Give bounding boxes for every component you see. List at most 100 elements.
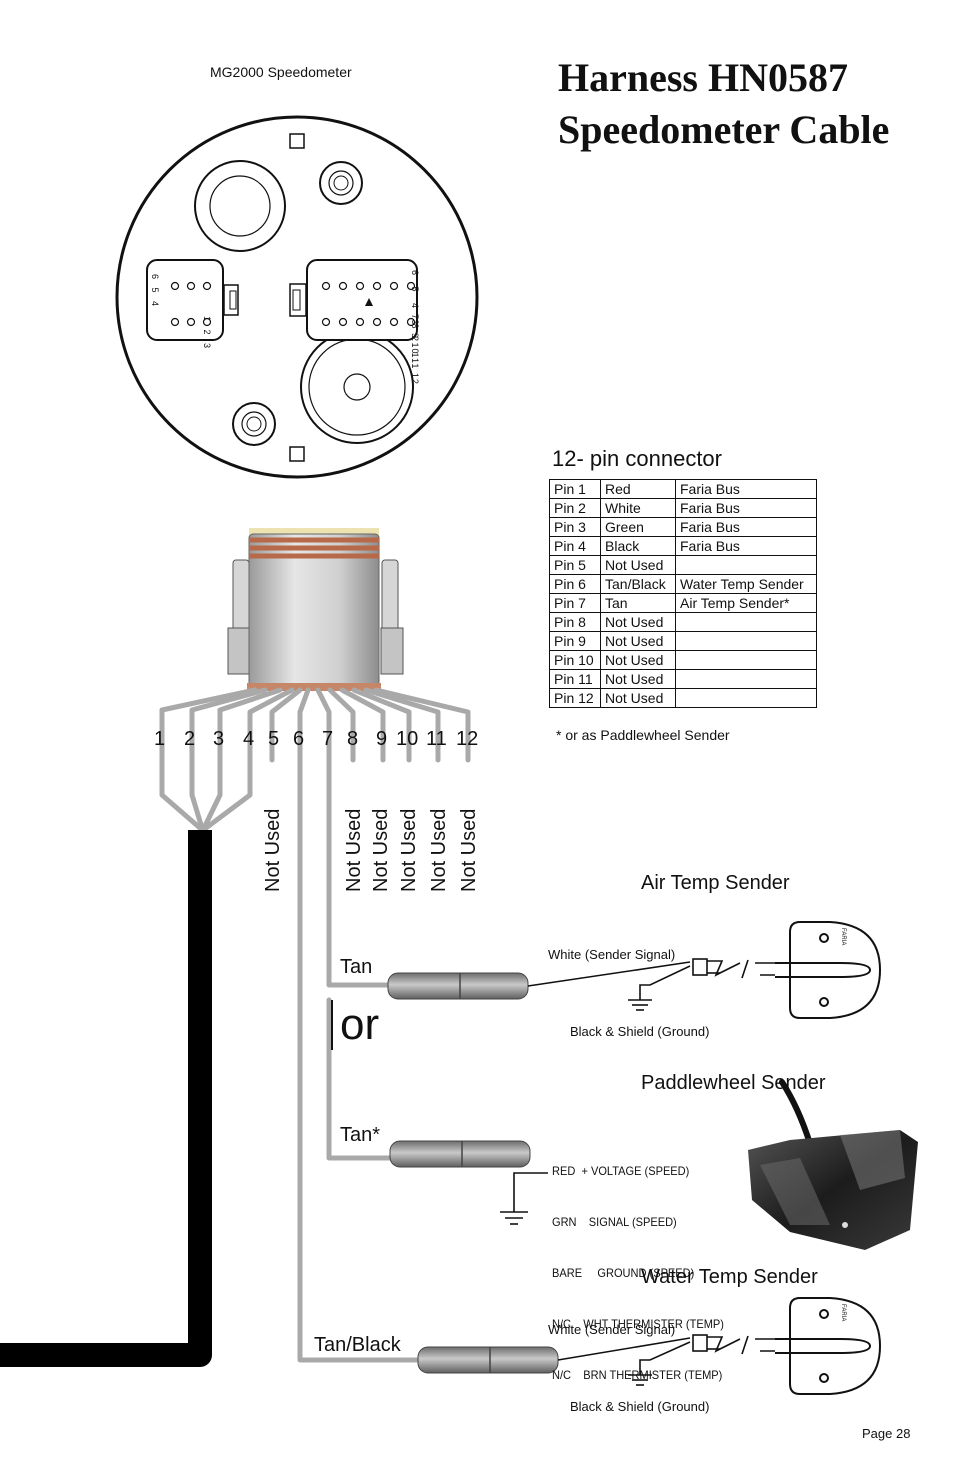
paddle-ground-symbol	[500, 1172, 548, 1225]
pin-cell-pin: Pin 1	[549, 479, 601, 499]
paddlewheel-wire-label: Tan*	[340, 1124, 381, 1146]
gauge-label: MG2000 Speedometer	[210, 64, 352, 80]
pin-cell-function: Air Temp Sender*	[675, 593, 817, 613]
pin-cell-color: White	[600, 498, 676, 518]
pin-cell-pin: Pin 4	[549, 536, 601, 556]
paddle-line: GRN SIGNAL (SPEED)	[552, 1215, 677, 1229]
harness-wires	[159, 687, 471, 1363]
wire-number: 9	[376, 728, 388, 750]
water-temp-wiring	[557, 1334, 775, 1386]
pin-cell-function: Water Temp Sender	[675, 574, 817, 594]
pin-cell-function	[675, 650, 817, 670]
pin-cell-pin: Pin 9	[549, 631, 601, 651]
pin-cell-pin: Pin 7	[549, 593, 601, 613]
pin-cell-color: Not Used	[600, 555, 676, 575]
pin-cell-pin: Pin 6	[549, 574, 601, 594]
air-temp-wire-label: Tan	[340, 956, 373, 978]
pin-cell-pin: Pin 12	[549, 688, 601, 708]
gauge-pin-label-6pin-top: 6 5 4	[150, 274, 160, 310]
pin-cell-function: Faria Bus	[675, 517, 817, 537]
or-text: or	[340, 1000, 380, 1049]
pin-cell-pin: Pin 11	[549, 669, 601, 689]
pin-cell-function	[675, 631, 817, 651]
main-black-cable	[0, 830, 212, 1367]
page-title: Harness HN0587 Speedometer Cable	[558, 52, 889, 156]
pin-cell-color: Not Used	[600, 612, 676, 632]
paddlewheel-wire-list: RED + VOLTAGE (SPEED) GRN SIGNAL (SPEED)…	[552, 1129, 724, 1401]
water-temp-signal-label: White (Sender Signal)	[548, 1322, 676, 1337]
speedometer-back-view	[115, 115, 479, 479]
pin-cell-color: Black	[600, 536, 676, 556]
pin-cell-color: Not Used	[600, 631, 676, 651]
pin-cell-function	[675, 688, 817, 708]
paddlewheel-title: Paddlewheel Sender	[641, 1072, 826, 1094]
gauge-pin-label-12pin-bottom: 7 8 9 10 11 12	[410, 314, 420, 385]
wire-number: 8	[347, 728, 359, 750]
pin-cell-color: Not Used	[600, 688, 676, 708]
wire-number: 12	[456, 728, 479, 750]
air-temp-sender-body	[775, 921, 882, 1019]
wire-number: 10	[396, 728, 419, 750]
pin-cell-function: Faria Bus	[675, 536, 817, 556]
title-line-2: Speedometer Cable	[558, 107, 890, 152]
paddle-line: RED + VOLTAGE (SPEED)	[552, 1164, 690, 1178]
wire-number: 7	[322, 728, 334, 750]
pin-cell-pin: Pin 8	[549, 612, 601, 632]
pin-cell-function	[675, 669, 817, 689]
pin-cell-color: Tan	[600, 593, 676, 613]
water-temp-ground-label: Black & Shield (Ground)	[570, 1399, 710, 1414]
pin-cell-function: Faria Bus	[675, 498, 817, 518]
water-temp-sender-body	[775, 1297, 882, 1395]
page-number: Page 28	[862, 1426, 911, 1441]
water-temp-title: Water Temp Sender	[641, 1266, 818, 1288]
connector-note: * or as Paddlewheel Sender	[556, 727, 730, 743]
air-temp-brand: FARIA	[840, 928, 846, 946]
not-used-label-12: Not Used	[458, 808, 480, 892]
air-temp-ground-label: Black & Shield (Ground)	[570, 1024, 710, 1039]
paddlewheel-sender-image	[748, 1079, 918, 1250]
pin-cell-function	[675, 555, 817, 575]
water-temp-brand: FARIA	[840, 1304, 846, 1322]
paddle-line: BARE GROUND (SPEED)	[552, 1266, 695, 1280]
pin-cell-pin: Pin 3	[549, 517, 601, 537]
paddle-line: N/C WHT THERMISTER (TEMP)	[552, 1317, 724, 1331]
wire-number: 11	[426, 728, 447, 750]
air-temp-signal-label: White (Sender Signal)	[548, 947, 676, 962]
pin-cell-function	[675, 612, 817, 632]
gauge-pin-label-6pin-bottom: 1 2 3	[202, 316, 212, 352]
pin-cell-pin: Pin 10	[549, 650, 601, 670]
pin-cell-color: Red	[600, 479, 676, 499]
pin-cell-pin: Pin 2	[549, 498, 601, 518]
title-line-1: Harness HN0587	[558, 55, 848, 100]
not-used-label-10: Not Used	[398, 808, 420, 892]
pin-cell-pin: Pin 5	[549, 555, 601, 575]
pin-cell-color: Green	[600, 517, 676, 537]
not-used-label-5: Not Used	[262, 808, 284, 892]
paddle-inline-plug	[389, 1140, 531, 1168]
harness-plug-12pin	[227, 528, 404, 691]
not-used-label-11: Not Used	[428, 808, 450, 892]
not-used-label-8: Not Used	[343, 808, 365, 892]
wire-number: 2	[184, 728, 196, 750]
wire-number: 1	[154, 728, 166, 750]
pin-cell-color: Not Used	[600, 650, 676, 670]
pin-cell-color: Tan/Black	[600, 574, 676, 594]
water-temp-inline-plug	[417, 1346, 559, 1374]
air-temp-wiring	[527, 958, 775, 1011]
water-temp-wire-label: Tan/Black	[314, 1334, 401, 1356]
wire-number: 6	[293, 728, 305, 750]
wire-number: 4	[243, 728, 255, 750]
